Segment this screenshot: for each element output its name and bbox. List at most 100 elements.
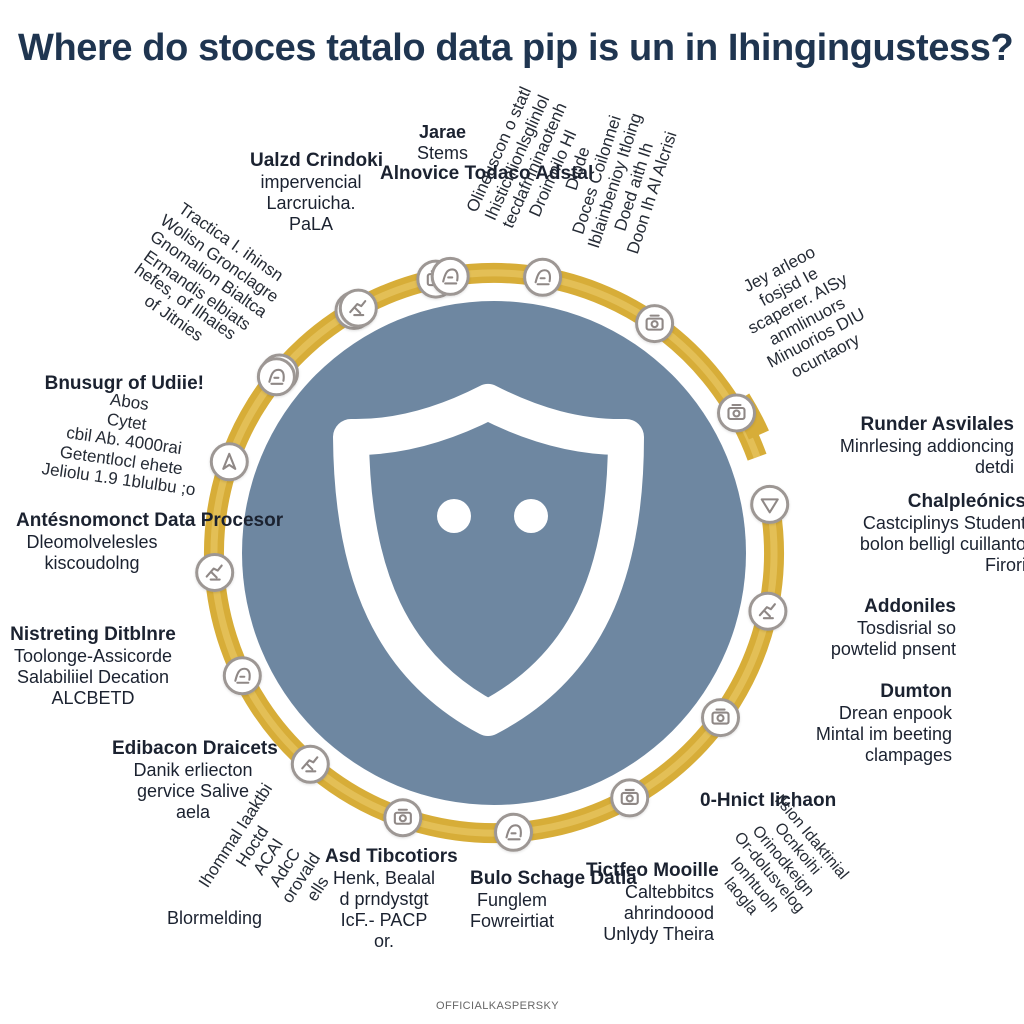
ring-node xyxy=(222,656,262,696)
ring-node xyxy=(610,778,650,818)
ring-highlight xyxy=(210,370,778,837)
shield-icon xyxy=(333,384,644,736)
ring-highlight xyxy=(253,269,761,459)
page-title: Where do stoces tatalo data pip is un in… xyxy=(18,27,1014,69)
diagram-label-line: Unlydy Theira xyxy=(603,923,714,944)
diagram-label-heading: Runder Asvilales xyxy=(860,414,1014,435)
face-icon xyxy=(505,824,522,841)
ring-node-circle xyxy=(290,744,330,784)
diagram-label-line: impervencial xyxy=(260,172,362,193)
diagram-label-line: Firori xyxy=(985,554,1024,575)
shield-eye-left-icon xyxy=(437,499,471,533)
ring-node xyxy=(750,484,790,524)
diagram-label-heading: Tictfeo Mooille xyxy=(586,860,719,881)
ring-node xyxy=(494,812,533,852)
ring-segment xyxy=(203,366,784,844)
ring-node xyxy=(383,798,423,838)
diagram-label-line: Fowreirtiat xyxy=(470,910,555,931)
diagram-label-line: aela xyxy=(175,801,211,822)
diagram-label-line: ALCBETD xyxy=(51,687,135,708)
triangle-icon xyxy=(760,498,779,514)
ring-node-circle xyxy=(610,778,650,818)
ring-segment xyxy=(248,262,767,461)
diagram-label-line: Danik erliecton xyxy=(133,760,253,781)
diagram-label-line: Stems xyxy=(416,142,468,163)
diagram-label-line: Salabiliiel Decation xyxy=(16,666,170,687)
diagram-label-line: Minrlesing addioncing xyxy=(839,436,1014,457)
ring-node-circle xyxy=(750,484,790,524)
diagram-label-line: or. xyxy=(373,930,394,951)
face-icon xyxy=(442,268,459,285)
center-shield-group xyxy=(242,301,746,805)
diagram-label-heading: Bnusugr of Udiie! xyxy=(44,373,204,394)
diagram-label-line: gervice Salive xyxy=(136,780,250,801)
ring-node xyxy=(430,256,470,296)
face-icon xyxy=(534,269,552,286)
diagram-label-heading: Alnovice Todaco Adstal xyxy=(380,163,594,184)
diagram-label-heading: Dumton xyxy=(880,681,952,702)
ring-node-circle xyxy=(195,553,235,592)
face-icon xyxy=(234,667,251,684)
hand-icon xyxy=(301,756,319,773)
diagram-label-heading: Ualzd Crindoki xyxy=(250,150,384,171)
diagram-label-line: powtelid pnsent xyxy=(830,638,956,659)
diagram-label-line: IcF.- PACP xyxy=(340,909,428,930)
diagram-label-line: kiscoudolng xyxy=(44,552,140,573)
hand-icon xyxy=(349,300,367,317)
diagram-label-heading: Nistreting Ditblnre xyxy=(10,624,176,645)
diagram-label-line: bolon belligl cuillanto xyxy=(859,533,1024,554)
diagram-label-heading: Jarae xyxy=(418,122,467,142)
ring-layer xyxy=(203,262,784,844)
camera-icon xyxy=(727,403,746,421)
diagram-label-line: d prndystgt xyxy=(339,888,429,909)
diagram-label-line: Mintal im beeting xyxy=(815,723,952,744)
ring-node-circle xyxy=(209,442,249,482)
face-icon xyxy=(268,368,285,385)
ring-node xyxy=(523,257,563,297)
camera-icon xyxy=(620,788,639,805)
device-icon xyxy=(645,314,664,331)
shield-eye-right-icon xyxy=(514,499,548,533)
ring-node xyxy=(209,442,249,482)
ring-node xyxy=(290,744,330,784)
diagram-label-line: Dleomolvelesles xyxy=(26,532,158,553)
ring-node-circle xyxy=(748,591,788,631)
diagram-label: Alnovice Todaco Adstal xyxy=(380,163,594,185)
diagram-label-line: ahrindoood xyxy=(623,902,714,923)
ring-node xyxy=(256,357,296,397)
ring-node xyxy=(748,591,788,631)
diagram-label-line: Toolonge-Assicorde xyxy=(13,646,173,667)
diagram-label-line: clampages xyxy=(864,744,952,765)
diagram-label: Blormelding xyxy=(158,908,262,929)
diagram-label-line: PaLA xyxy=(288,213,334,234)
diagram-label-line: Drean enpook xyxy=(838,703,952,724)
diagram-label: Bnusugr of Udiie! xyxy=(36,373,204,395)
diagram-label-line: Tosdisrial so xyxy=(856,618,956,639)
hand-icon xyxy=(758,603,776,620)
diagram-label-heading: Asd Tibcotiors xyxy=(325,846,458,867)
diagram-label-line: Caltebbitcs xyxy=(624,882,714,903)
ring-node xyxy=(338,288,378,328)
ring-node-circle xyxy=(717,393,756,433)
diagram-label-line: detdi xyxy=(974,456,1014,477)
diagram-label: 0-Hnict Iichaon xyxy=(700,790,836,812)
diagram-label-heading: Edibacon Draicets xyxy=(112,738,278,759)
ring-node xyxy=(717,393,756,433)
ring-node xyxy=(701,698,740,738)
camera-icon xyxy=(393,808,412,825)
ring-node-circle xyxy=(635,304,675,344)
ring-node xyxy=(195,553,235,592)
diagram-label-heading: Chalpleónics xyxy=(907,491,1024,512)
footer-brand: OFFICIALKASPERSKY xyxy=(436,1000,559,1012)
